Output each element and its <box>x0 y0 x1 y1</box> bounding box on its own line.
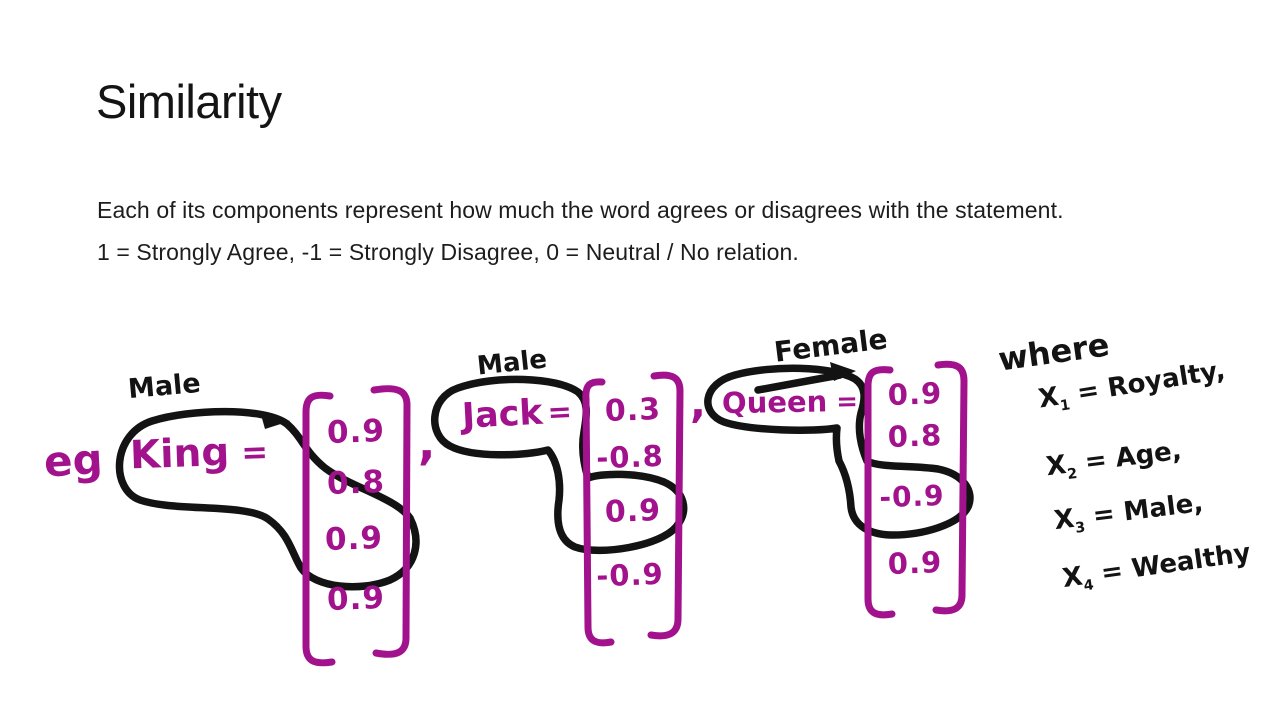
separator-comma-2: , <box>690 378 706 427</box>
king-lasso-arrowhead <box>260 411 290 429</box>
king-value-4: 0.9 <box>326 580 386 619</box>
legend-x2-sub: 2 <box>1066 465 1079 483</box>
jack-bracket-left <box>582 378 615 647</box>
legend-x3-eq: = <box>1091 498 1117 532</box>
jack-value-3: 0.9 <box>604 493 662 530</box>
page-title: Similarity <box>96 75 282 128</box>
jack-value-4: -0.9 <box>595 556 665 594</box>
queen-bracket-right <box>932 360 968 615</box>
queen-arrowhead <box>830 362 856 381</box>
legend-x1-sub: 1 <box>1058 397 1072 415</box>
queen-value-3: -0.9 <box>878 478 946 515</box>
legend-x3-sub: 3 <box>1074 519 1087 537</box>
legend-x4-sub: 4 <box>1082 577 1095 595</box>
legend-x1-eq: = <box>1075 375 1102 409</box>
body-line-2: 1 = Strongly Agree, -1 = Strongly Disagr… <box>97 239 799 265</box>
jack-equals: = <box>546 394 573 430</box>
queen-equals: = <box>835 386 859 417</box>
legend-x3-var: X <box>1052 503 1077 537</box>
queen-value-4: 0.9 <box>887 545 943 581</box>
jack-tag-male: Male <box>475 344 549 382</box>
separator-comma-1: , <box>418 416 436 470</box>
king-lasso <box>115 407 420 591</box>
king-bracket-left <box>302 391 336 667</box>
king-value-3: 0.9 <box>324 520 384 559</box>
queen-bracket-left <box>864 366 896 619</box>
legend-x4-eq: = <box>1099 555 1125 589</box>
jack-bracket-right <box>647 371 684 640</box>
king-value-1: 0.9 <box>326 413 386 452</box>
king-bracket-right <box>370 385 411 658</box>
king-word: King <box>129 429 231 479</box>
queen-value-1: 0.9 <box>887 376 943 412</box>
king-value-2: 0.8 <box>326 464 386 503</box>
jack-value-1: 0.3 <box>604 392 662 429</box>
queen-value-2: 0.8 <box>887 418 943 454</box>
queen-name: Queen = <box>721 384 859 421</box>
legend-x4-var: X <box>1060 561 1085 595</box>
legend-x1-var: X <box>1036 381 1061 415</box>
jack-name: Jack = <box>461 392 573 437</box>
body-line-1: Each of its components represent how muc… <box>97 197 1064 223</box>
queen-word: Queen <box>721 384 828 421</box>
jack-word: Jack <box>461 392 544 437</box>
king-equals: = <box>240 432 269 472</box>
queen-lasso <box>704 364 974 539</box>
legend-x2-var: X <box>1044 449 1068 483</box>
eg-label: eg <box>42 434 104 487</box>
king-tag-male: Male <box>126 367 202 406</box>
king-name: King = <box>129 429 269 479</box>
legend-x2-eq: = <box>1083 445 1109 478</box>
jack-value-2: -0.8 <box>595 438 665 476</box>
